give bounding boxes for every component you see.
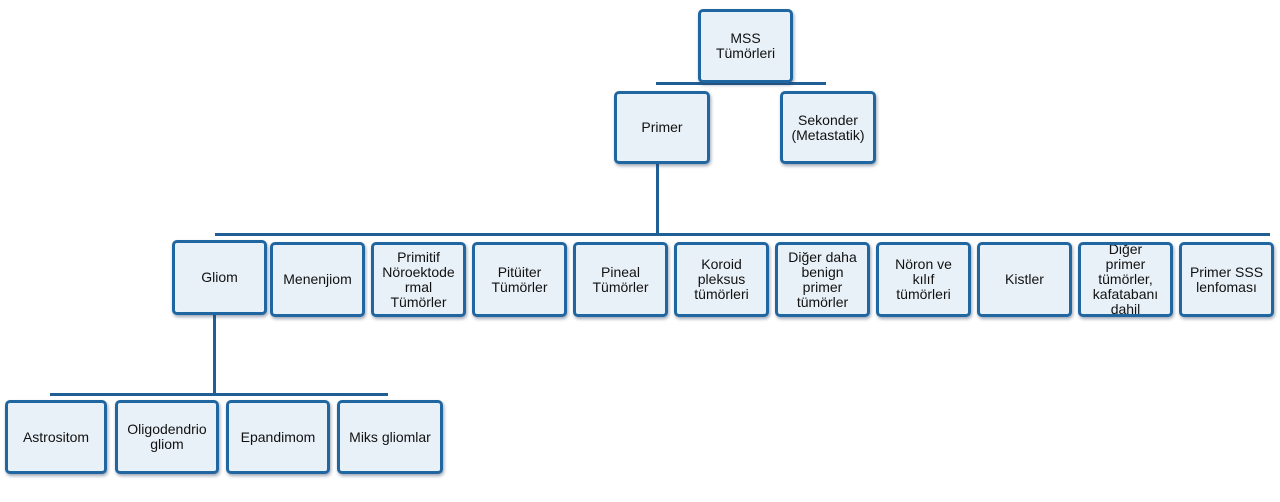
node-label: Koroid pleksus tümörleri [694,256,749,302]
node-label: Kistler [1005,271,1044,287]
node-label: Nöron ve kılıf tümörleri [895,256,952,302]
node-sekonder: Sekonder (Metastatik) [780,91,876,164]
node-kistler: Kistler [977,242,1072,317]
node-label: Primer SSS lenfoması [1189,263,1264,295]
node-menenjiom: Menenjiom [270,242,365,317]
connector-root-bar [656,82,826,85]
node-epandimom: Epandimom [226,400,330,474]
connector-gliom-bar [50,393,388,396]
node-label: Astrositom [22,428,90,445]
node-oligodendrogliom: Oligodendrio gliom [115,400,219,474]
connector-primer-bar [215,233,1270,236]
node-label: Oligodendrio gliom [127,421,207,452]
node-diger-benign: Diğer daha benign primer tümörler [775,242,870,317]
connector-primer-stem [656,160,659,235]
node-miks-gliomlar: Miks gliomlar [337,400,443,474]
node-label: Sekonder (Metastatik) [791,111,865,143]
node-diger-primer: Diğer primer tümörler, kafatabanı dahil [1078,242,1173,317]
connector-gliom-stem [213,314,216,395]
node-koroid-pleksus: Koroid pleksus tümörleri [674,242,769,317]
node-pituiter: Pitüiter Tümörler [472,242,567,317]
node-label: Gliom [201,269,238,285]
node-label: Miks gliomlar [349,428,431,445]
node-astrositom: Astrositom [5,400,107,474]
node-label: Primitif Nöroektode rmal Tümörler [382,248,455,310]
node-label: Primer [641,119,683,135]
node-noron-kilif: Nöron ve kılıf tümörleri [876,242,971,317]
node-label: MSS Tümörleri [715,30,776,61]
node-primer: Primer [614,91,710,164]
node-label: Pitüiter Tümörler [491,263,548,295]
node-label: Diğer daha benign primer tümörler [788,248,857,310]
node-label: Pineal Tümörler [592,263,649,295]
node-label: Epandimom [240,428,316,445]
node-label: Menenjiom [283,271,352,287]
node-gliom: Gliom [172,240,267,315]
node-label: Diğer primer tümörler, kafatabanı dahil [1092,242,1159,317]
node-pineal: Pineal Tümörler [573,242,668,317]
node-mss-tumorleri: MSS Tümörleri [698,9,793,83]
node-primer-sss-lenfomasi: Primer SSS lenfoması [1179,242,1274,317]
node-primitif-noroektodermal: Primitif Nöroektode rmal Tümörler [371,242,466,317]
